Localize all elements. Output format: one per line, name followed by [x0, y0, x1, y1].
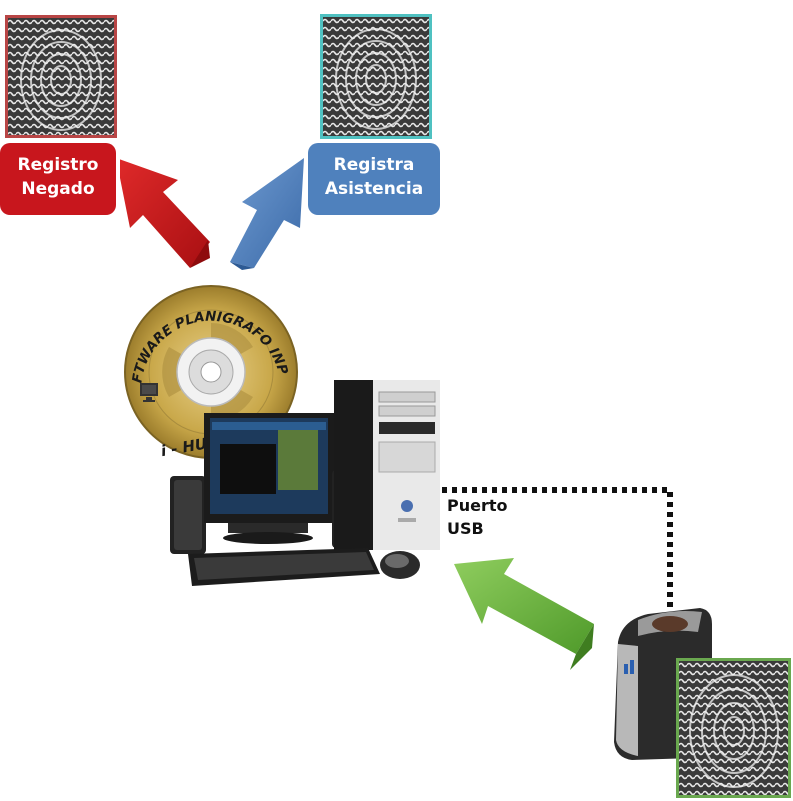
- keyboard-icon: [188, 548, 380, 586]
- scanner-fingerprint-image: [676, 658, 791, 798]
- monitor-icon: [204, 413, 334, 544]
- registro-negado-label: Registro Negado: [0, 143, 116, 215]
- computer-logo-icon: [140, 383, 158, 402]
- pc-tower-icon: [334, 380, 440, 550]
- port-label-line2: USB: [447, 519, 484, 538]
- blue-arrow: [230, 158, 304, 270]
- denied-fingerprint-image: [5, 15, 117, 138]
- left-speaker-icon: [170, 476, 206, 554]
- scanner-logo-icon: [624, 660, 634, 674]
- attendance-label-line2: Asistencia: [324, 179, 424, 199]
- usb-port-label: Puerto USB: [447, 494, 508, 540]
- port-label-line1: Puerto: [447, 496, 508, 515]
- attendance-fingerprint-image: [320, 14, 432, 139]
- green-arrow: [454, 558, 594, 670]
- mouse-icon: [380, 551, 420, 579]
- registra-asistencia-label: Registra Asistencia: [308, 143, 440, 215]
- denied-label-line1: Registro: [17, 155, 99, 175]
- desktop-computer: [170, 380, 440, 586]
- attendance-label-line1: Registra: [333, 155, 415, 175]
- red-arrow: [120, 159, 210, 268]
- denied-label-line2: Negado: [21, 179, 95, 199]
